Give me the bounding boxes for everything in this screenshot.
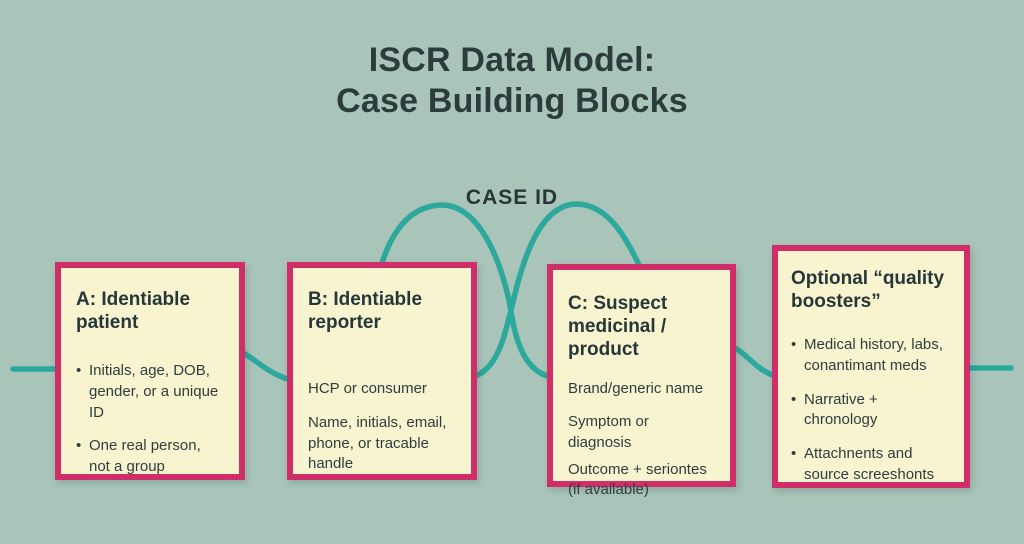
list-item: • Initials, age, DOB, gender, or a uniqu… bbox=[76, 361, 224, 423]
list-item-text: Initials, age, DOB, gender, or a unique … bbox=[89, 362, 219, 421]
list-item: • Narrative + chronology bbox=[791, 390, 951, 431]
list-item-text: Narrative + chronology bbox=[804, 390, 878, 429]
bullet-icon: • bbox=[791, 390, 797, 408]
list-item-text: One real person, not a group bbox=[89, 437, 201, 476]
page-title: ISCR Data Model: Case Building Blocks bbox=[0, 40, 1024, 122]
box-title: Optional “quality boosters” bbox=[791, 268, 945, 313]
box-optional-quality-boosters: Optional “quality boosters” • Medical hi… bbox=[772, 245, 970, 488]
bullet-icon: • bbox=[791, 336, 797, 354]
list-item-text: Medical history, labs, conantimant meds bbox=[804, 336, 943, 375]
title-line-2: Case Building Blocks bbox=[336, 81, 688, 120]
list-item: Name, initials, email, phone, or tracabl… bbox=[308, 413, 456, 475]
box-identifiable-patient: A: Identiable patient • Initials, age, D… bbox=[55, 262, 245, 480]
box-identifiable-reporter: B: Identiable reporter HCP or consumer N… bbox=[287, 262, 477, 480]
wave-arc-2 bbox=[463, 201, 651, 381]
bullet-icon: • bbox=[76, 362, 82, 380]
bullet-icon: • bbox=[791, 445, 797, 463]
list-item: HCP or consumer bbox=[308, 379, 456, 400]
list-item-text: Symptom or diagnosis bbox=[568, 413, 649, 451]
list-item-text: Outcome + seriontes (if available) bbox=[568, 460, 707, 499]
box-title: A: Identiable patient bbox=[76, 289, 191, 334]
list-item-text: HCP or consumer bbox=[308, 380, 427, 398]
box-title: B: Identiable reporter bbox=[308, 289, 423, 334]
list-item: Symptom or diagnosis bbox=[568, 412, 715, 453]
wave-arc-1 bbox=[372, 202, 561, 381]
case-id-label: CASE ID bbox=[465, 186, 559, 209]
box-suspect-product: C: Suspect medicinal / product Brand/gen… bbox=[547, 264, 736, 498]
list-item: Brand/generic name bbox=[568, 379, 715, 400]
list-item: • Attachnents and source screeshonts bbox=[791, 444, 951, 485]
box-title: C: Suspect medicinal / product bbox=[568, 293, 668, 361]
title-line-1: ISCR Data Model: bbox=[368, 41, 656, 79]
list-item: Outcome + seriontes (if available) bbox=[568, 460, 715, 501]
list-item-text: Attachnents and source screeshonts bbox=[804, 445, 935, 483]
list-item-text: Name, initials, email, phone, or tracabl… bbox=[308, 414, 447, 473]
list-item: • One real person, not a group bbox=[76, 436, 224, 477]
bullet-icon: • bbox=[76, 437, 82, 455]
list-item: • Medical history, labs, conantimant med… bbox=[791, 335, 951, 376]
list-item-text: Brand/generic name bbox=[568, 379, 704, 397]
